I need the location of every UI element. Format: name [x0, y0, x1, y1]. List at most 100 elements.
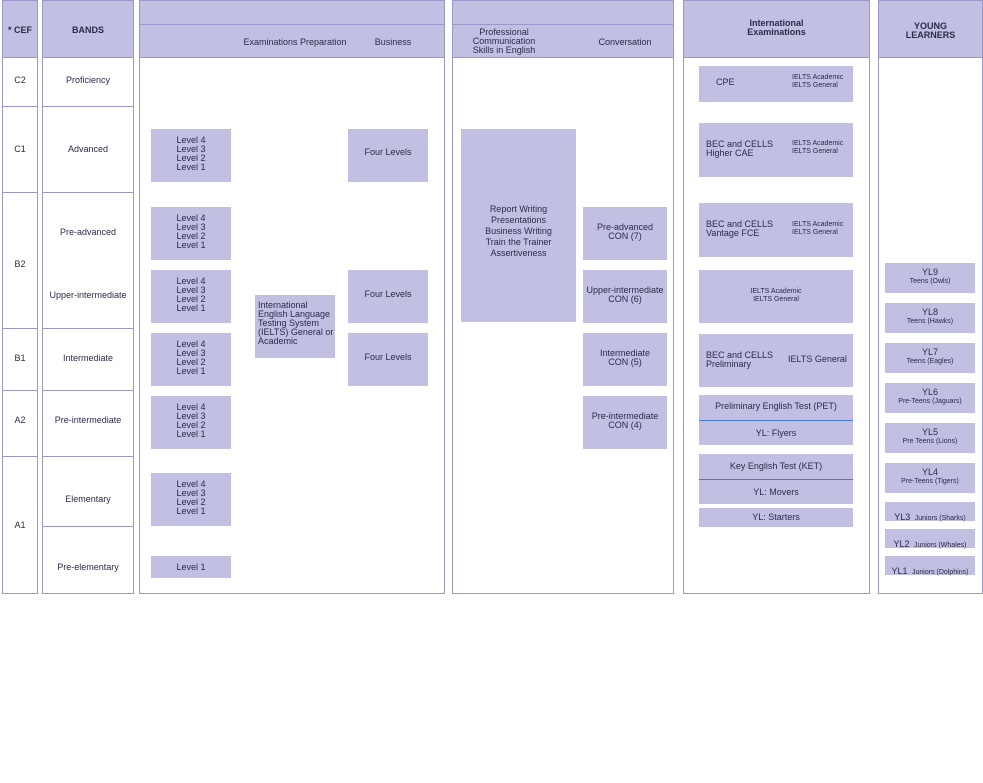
level-box-pre-intermediate: Level 4 Level 3 Level 2 Level 1 — [151, 396, 231, 449]
level-box-pre-elementary: Level 1 — [151, 556, 231, 578]
level-label: Level 2 — [176, 153, 206, 163]
professional-skill: Train the Trainer — [485, 237, 552, 247]
conversation-level: Upper-intermediate — [586, 285, 664, 295]
conversation-box-intermediate: Intermediate CON (5) — [583, 333, 667, 386]
conversation-level: Pre-advanced — [596, 222, 654, 232]
level-label: Level 1 — [176, 162, 206, 172]
ielts-academic: IELTS Academic — [750, 288, 802, 295]
young-code: YL5 — [921, 427, 938, 437]
level-label: Level 2 — [176, 231, 206, 241]
young-box-yl6: YL6 Pre-Teens (Jaguars) — [885, 383, 975, 413]
general-header-divider — [139, 24, 445, 25]
conversation-code: CON (6) — [608, 294, 642, 304]
level-box-advanced: Level 4 Level 3 Level 2 Level 1 — [151, 129, 231, 182]
professional-skills-box: Report Writing Presentations Business Wr… — [461, 129, 576, 322]
young-header — [878, 0, 983, 58]
young-label: Pre-Teens (Jaguars) — [898, 398, 962, 405]
band-row-divider — [42, 192, 134, 193]
young-label: Teens (Hawks) — [906, 318, 954, 325]
business-box-intermediate — [348, 333, 428, 386]
business-label: Four Levels — [364, 289, 412, 299]
cef-column — [2, 0, 38, 594]
band-row-divider — [42, 106, 134, 107]
movers-label: YL: Movers — [753, 487, 799, 497]
international-header-label: International Examinations — [683, 19, 870, 37]
cpe-ielts-general: IELTS General — [792, 82, 838, 89]
young-label: Teens (Eagles) — [906, 358, 954, 365]
business-label: Four Levels — [364, 147, 412, 157]
young-box-yl9: YL9 Teens (Owls) — [885, 263, 975, 293]
ielts-prep-line: Testing System — [258, 318, 320, 328]
professional-header-line: Professional — [479, 27, 529, 37]
cef-a2: A2 — [14, 415, 26, 425]
professional-header-line: Skills in English — [472, 45, 536, 55]
level-label: Level 2 — [176, 420, 206, 430]
band-row-divider — [42, 328, 134, 329]
level-label: Level 1 — [176, 240, 206, 250]
band-upper-intermediate: Upper-intermediate — [49, 290, 127, 300]
young-box-yl4: YL4 Pre-Teens (Tigers) — [885, 463, 975, 493]
bands-header — [42, 0, 134, 58]
international-header-line: International — [749, 18, 804, 28]
band-intermediate: Intermediate — [62, 353, 114, 363]
cef-row-divider — [2, 456, 38, 457]
level-label: Level 4 — [176, 135, 206, 145]
level-label: Level 1 — [176, 366, 206, 376]
level-label: Level 3 — [176, 144, 206, 154]
bands-column — [42, 0, 134, 594]
ket-label: Key English Test (KET) — [729, 461, 823, 471]
ielts-box — [699, 270, 853, 323]
ielts-prep-box: International English Language Testing S… — [255, 295, 335, 358]
higher-ielts-general: IELTS General — [792, 148, 838, 155]
level-label: Level 4 — [176, 479, 206, 489]
young-header-line: LEARNERS — [905, 30, 956, 40]
conversation-header: Conversation — [598, 37, 652, 47]
band-row-divider — [42, 456, 134, 457]
cef-header-label: * CEF — [7, 25, 32, 35]
young-box-yl1: YL1 Juniors (Dolphins) — [885, 556, 975, 576]
business-box-advanced — [348, 129, 428, 182]
bands-header-label: BANDS — [71, 25, 104, 35]
vantage-line: Vantage FCE — [706, 228, 760, 238]
business-box-upper-intermediate — [348, 270, 428, 323]
international-header — [683, 0, 870, 58]
cef-c1: C1 — [14, 144, 26, 154]
cef-row-divider — [2, 328, 38, 329]
cef-header — [2, 0, 38, 58]
pet-label: Preliminary English Test (PET) — [715, 401, 837, 411]
business-label: Four Levels — [364, 352, 412, 362]
exam-prep-header: Examinations Preparation — [243, 37, 347, 47]
band-pre-elementary: Pre-elementary — [57, 562, 119, 572]
young-code: YL7 — [921, 347, 938, 357]
young-code: YL9 — [921, 267, 938, 277]
conversation-box-pre-intermediate: Pre-intermediate CON (4) — [583, 396, 667, 449]
young-box-yl3: YL3 Juniors (Sharks) — [885, 502, 975, 522]
ielts-general: IELTS General — [753, 296, 799, 303]
cpe-label: CPE — [716, 77, 735, 87]
ielts-prep-line: International — [258, 300, 308, 310]
level-label: Level 4 — [176, 402, 206, 412]
business-header: Business — [374, 37, 412, 47]
level-box-upper-intermediate: Level 4 Level 3 Level 2 Level 1 — [151, 270, 231, 323]
level-box-intermediate: Level 4 Level 3 Level 2 Level 1 — [151, 333, 231, 386]
level-label: Level 3 — [176, 222, 206, 232]
general-header — [139, 0, 445, 58]
professional-skill: Business Writing — [485, 226, 552, 236]
conversation-code: CON (4) — [608, 420, 642, 430]
cpe-box — [699, 66, 853, 102]
vantage-ielts-academic: IELTS Academic — [792, 221, 844, 228]
young-label: Pre Teens (Lions) — [902, 438, 958, 445]
level-label: Level 3 — [176, 348, 206, 358]
professional-header-line: Communication — [472, 36, 536, 46]
young-code: YL3 — [894, 512, 911, 522]
level-label: Level 1 — [176, 303, 206, 313]
cef-row-divider — [2, 192, 38, 193]
level-label: Level 2 — [176, 357, 206, 367]
pet-separator — [699, 420, 853, 421]
vantage-line: BEC and CELLS — [706, 219, 774, 229]
conversation-box-upper-intermediate: Upper-intermediate CON (6) — [583, 270, 667, 323]
professional-skill: Presentations — [490, 215, 547, 225]
preliminary-box — [699, 334, 853, 387]
cef-row-divider — [2, 106, 38, 107]
young-code: YL8 — [921, 307, 938, 317]
